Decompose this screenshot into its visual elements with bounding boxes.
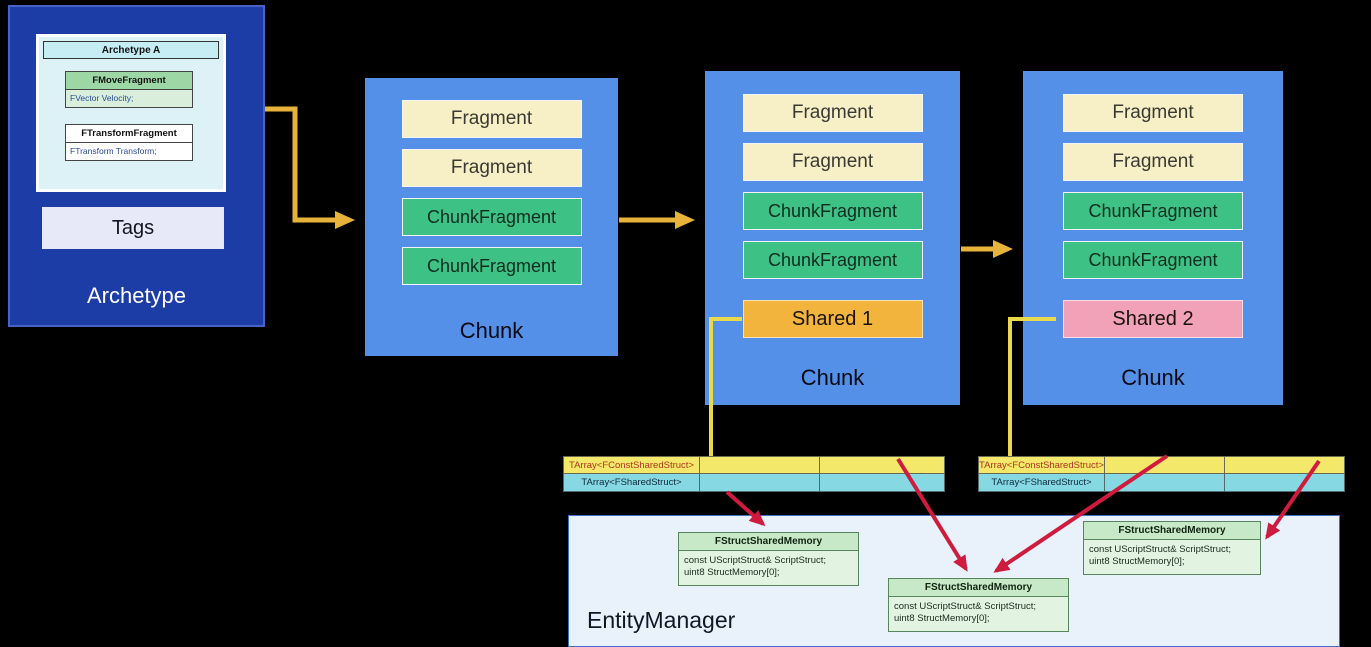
array-cell <box>1105 474 1225 492</box>
ftransform-fragment-header: FTransformFragment <box>66 125 192 143</box>
struct-shared-memory-body: const UScriptStruct& ScriptStruct; uint8… <box>679 551 858 585</box>
chunk-3-items: Fragment Fragment ChunkFragment ChunkFra… <box>1023 71 1283 338</box>
struct-shared-memory-block-3: FStructSharedMemory const UScriptStruct&… <box>1083 521 1261 575</box>
struct-shared-memory-block-2: FStructSharedMemory const UScriptStruct&… <box>888 578 1069 632</box>
ftransform-fragment-block: FTransformFragment FTransform Transform; <box>65 124 193 161</box>
chunk-box-1: Fragment Fragment ChunkFragment ChunkFra… <box>365 78 618 356</box>
shared-array-table-1: TArray<FConstSharedStruct> TArray<FShare… <box>563 456 945 492</box>
chunk-fragment-item: ChunkFragment <box>1063 192 1243 230</box>
struct-shared-memory-body: const UScriptStruct& ScriptStruct; uint8… <box>889 597 1068 631</box>
struct-shared-memory-body: const UScriptStruct& ScriptStruct; uint8… <box>1084 540 1260 574</box>
const-array-label: TArray<FConstSharedStruct> <box>979 459 1104 471</box>
arrow-archetype-to-chunk1 <box>265 106 355 229</box>
chunk-fragment-item: ChunkFragment <box>742 192 923 230</box>
struct-shared-memory-title: FStructSharedMemory <box>1084 522 1260 540</box>
array-cell <box>820 474 945 492</box>
const-shared-array-row: TArray<FConstSharedStruct> <box>563 456 945 474</box>
shared-2-item: Shared 2 <box>1063 300 1243 338</box>
tags-box: Tags <box>42 207 224 249</box>
struct-shared-memory-title: FStructSharedMemory <box>679 533 858 551</box>
chunk-fragment-item: ChunkFragment <box>401 198 582 236</box>
memory-line: const UScriptStruct& ScriptStruct; <box>894 601 1037 612</box>
fragment-item: Fragment <box>401 149 582 187</box>
archetype-label: Archetype <box>86 283 187 308</box>
memory-line: const UScriptStruct& ScriptStruct; <box>684 555 827 566</box>
fragment-item: Fragment <box>742 94 923 132</box>
chunk-box-2: Fragment Fragment ChunkFragment ChunkFra… <box>705 71 960 405</box>
entity-manager-label: EntityManager <box>587 607 736 633</box>
shared-array-label: TArray<FSharedStruct> <box>581 477 682 488</box>
chunk-2-items: Fragment Fragment ChunkFragment ChunkFra… <box>705 71 960 338</box>
chunk-box-3: Fragment Fragment ChunkFragment ChunkFra… <box>1023 71 1283 405</box>
array-label-cell: TArray<FConstSharedStruct> <box>563 456 700 474</box>
memory-line: uint8 StructMemory[0]; <box>894 613 990 625</box>
shared-array-row: TArray<FSharedStruct> <box>978 474 1345 492</box>
archetype-box: Archetype A FMoveFragment FVector Veloci… <box>8 5 265 327</box>
chunk-1-items: Fragment Fragment ChunkFragment ChunkFra… <box>365 78 618 285</box>
const-array-label: TArray<FConstSharedStruct> <box>569 459 694 471</box>
fmove-fragment-member: FVector Velocity; <box>70 93 134 103</box>
fragment-item: Fragment <box>1063 94 1243 132</box>
memory-line: uint8 StructMemory[0]; <box>1089 556 1185 568</box>
const-shared-array-row: TArray<FConstSharedStruct> <box>978 456 1345 474</box>
fmove-fragment-block: FMoveFragment FVector Velocity; <box>65 71 193 108</box>
fragment-item: Fragment <box>1063 143 1243 181</box>
array-label-cell: TArray<FSharedStruct> <box>978 474 1105 492</box>
chunk-1-label: Chunk <box>459 318 524 343</box>
struct-shared-memory-title: FStructSharedMemory <box>889 579 1068 597</box>
array-cell <box>820 456 945 474</box>
memory-line: const UScriptStruct& ScriptStruct; <box>1089 544 1232 555</box>
chunk-fragment-item: ChunkFragment <box>1063 241 1243 279</box>
chunk-3-label: Chunk <box>1121 365 1185 390</box>
array-label-cell: TArray<FConstSharedStruct> <box>978 456 1105 474</box>
chunk-fragment-item: ChunkFragment <box>742 241 923 279</box>
memory-line: uint8 StructMemory[0]; <box>684 567 780 579</box>
shared-1-item: Shared 1 <box>742 300 923 338</box>
array-cell <box>700 456 820 474</box>
array-cell <box>700 474 820 492</box>
array-cell <box>1225 456 1345 474</box>
archetype-card-title: Archetype A <box>43 41 219 59</box>
shared-array-label: TArray<FSharedStruct> <box>991 477 1092 488</box>
fragment-item: Fragment <box>742 143 923 181</box>
chunk-fragment-item: ChunkFragment <box>401 247 582 285</box>
array-label-cell: TArray<FSharedStruct> <box>563 474 700 492</box>
chunk-2-label: Chunk <box>800 365 865 390</box>
archetype-card: Archetype A FMoveFragment FVector Veloci… <box>36 34 226 192</box>
fmove-fragment-header: FMoveFragment <box>66 72 192 90</box>
shared-array-row: TArray<FSharedStruct> <box>563 474 945 492</box>
shared-array-table-2: TArray<FConstSharedStruct> TArray<FShare… <box>978 456 1345 492</box>
array-cell <box>1225 474 1345 492</box>
fragment-item: Fragment <box>401 100 582 138</box>
ftransform-fragment-member: FTransform Transform; <box>70 146 157 156</box>
array-cell <box>1105 456 1225 474</box>
struct-shared-memory-block-1: FStructSharedMemory const UScriptStruct&… <box>678 532 859 586</box>
